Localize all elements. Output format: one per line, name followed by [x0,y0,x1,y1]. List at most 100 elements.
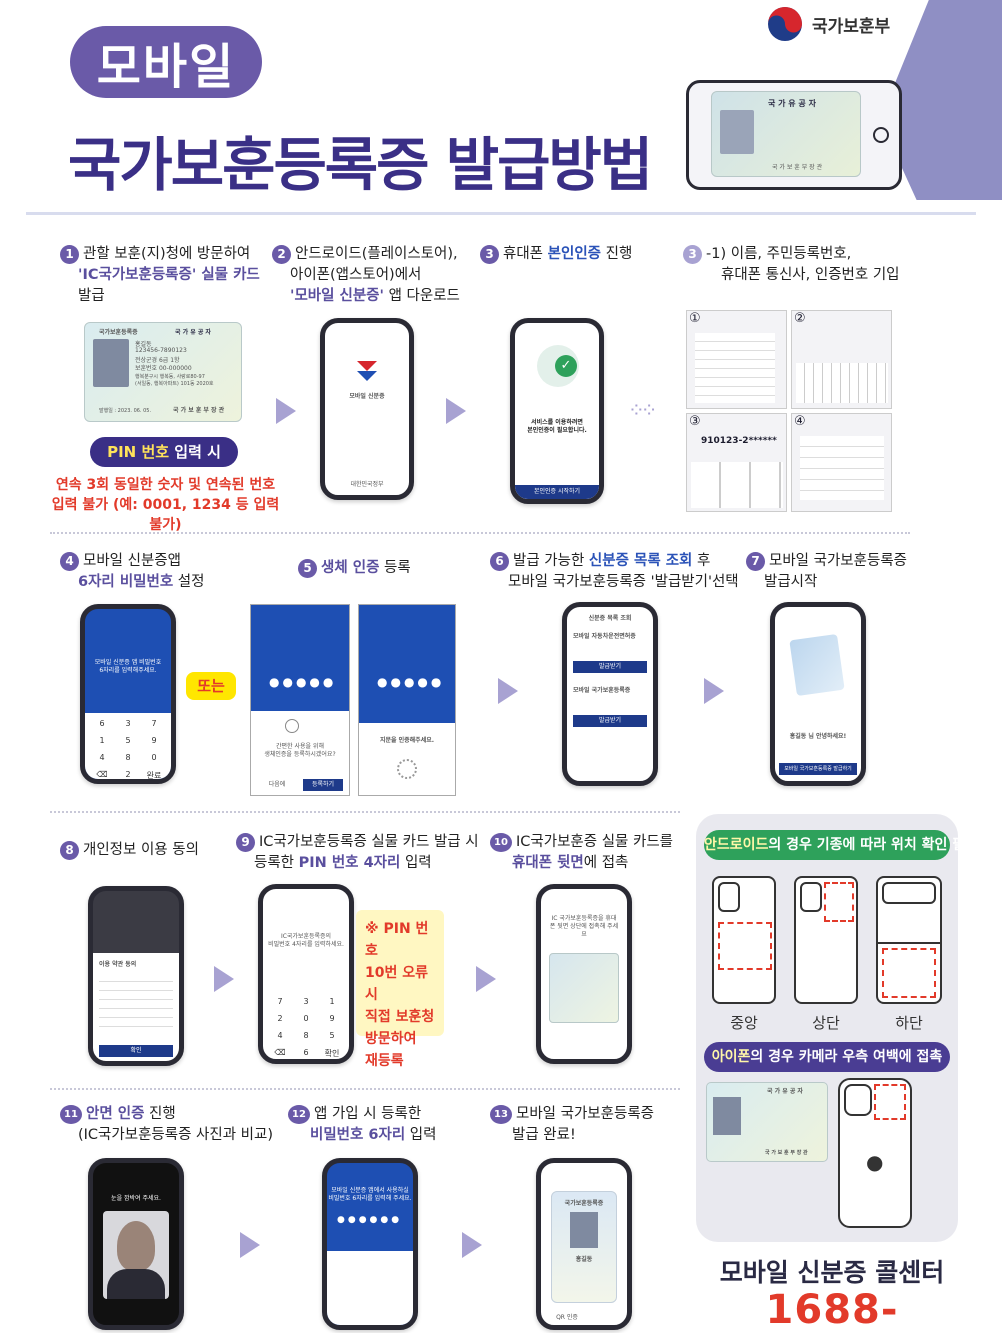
header-phone-button [873,127,889,143]
pw-keypad[interactable]: 6 3 7 1 5 9 4 8 0 ⌫ 2 완료 [89,719,167,780]
key[interactable]: 완료 [146,771,162,780]
key[interactable]: 8 [125,753,131,762]
pin-input-label: PIN 번호 입력 시 [90,437,238,467]
or-badge: 또는 [186,672,236,700]
sub-shot-3: ③ 910123-2****** [686,413,787,512]
key[interactable]: 1 [329,997,335,1006]
sub-shot-1-list [695,333,775,403]
key[interactable]: 5 [329,1031,335,1040]
key[interactable]: 4 [277,1031,283,1040]
step-2-highlight: '모바일 신분증' [290,288,384,304]
step-4-post: 설정 [177,574,205,590]
arrow-8 [462,1232,482,1258]
step-9-line1: IC국가보훈등록증 실물 카드 발급 시 [259,834,479,850]
arrow-7 [240,1232,260,1258]
list-title: 신분증 목록 조회 [588,615,632,622]
bio-later-button[interactable]: 다음에 [268,781,286,788]
key[interactable]: 5 [125,736,131,745]
list-item-1: 모바일 자동차운전면허증 [573,633,636,640]
key[interactable]: 6 [99,719,105,728]
list-issue-button-1[interactable]: 발급받기 [573,661,647,673]
step-4-line1: 모바일 신분증앱 [83,553,181,569]
list-issue-button-2[interactable]: 발급받기 [573,715,647,727]
key[interactable]: 9 [151,736,157,745]
pw2-dots: ●●●●●● [337,1215,403,1225]
key[interactable]: 2 [277,1014,283,1023]
android-note: 안드로이드의 경우 기종에 따라 위치 확인 필요 [704,830,978,860]
side-card-header: 국 가 유 공 자 [767,1088,803,1095]
arrow-4 [704,678,724,704]
key[interactable]: 4 [99,753,105,762]
key[interactable]: ⌫ [274,1048,286,1057]
call-center-label: 모바일 신분증 콜센터 [719,1258,945,1287]
key[interactable]: ⌫ [96,770,108,779]
step-9-highlight: PIN 번호 4자리 [298,855,401,871]
step-3-number: 3 [480,244,499,264]
bio-dots-1: ●●●●● [269,675,337,689]
bio-dots-2: ●●●●● [377,675,445,689]
welcome-card-illustration [789,633,845,697]
key[interactable]: 0 [151,753,157,762]
android-rest: 의 경우 기종에 따라 위치 확인 필요 [768,837,978,853]
step-10-highlight: 휴대폰 뒷면 [512,855,584,871]
step-11-highlight: 안면 인증 [86,1106,145,1122]
step-6-post: 후 [697,553,711,569]
nfc-area-center [718,922,772,970]
header-card-photo [720,110,754,154]
nfc-card-illustration [549,953,619,1023]
consent-confirm-button[interactable]: 확인 [99,1045,173,1057]
phone-step-3: ✓ 서비스를 이용하려면 본인인증이 필요합니다. 본인인증 시작하기 [510,318,604,504]
face-frame [103,1211,169,1299]
auth-start-button[interactable]: 본인인증 시작하기 [515,485,599,499]
card-reg: 보훈번호 00-000000 [135,365,192,372]
key[interactable]: 2 [125,770,131,779]
consent-sheet: 이용 약관 동의 확인 [93,953,179,1061]
step-12-post: 입력 [409,1127,437,1143]
key[interactable]: 3 [303,997,309,1006]
card-addr1: 행복분구시 행복동, 사랑로80-97 [135,374,205,380]
step-1-pre: 관할 보훈(지)청에 방문하여 [83,246,251,262]
bio-sheet-2: 지문을 인증해주세요. [359,723,455,795]
row-divider-2 [50,811,680,813]
step-12-highlight: 비밀번호 6자리 [310,1127,406,1143]
face-suit [107,1269,165,1299]
sub-shot-1: ① [686,310,787,409]
key[interactable]: 9 [329,1014,335,1023]
key[interactable]: 7 [151,719,157,728]
card-photo [93,339,129,387]
key[interactable]: 확인 [324,1049,340,1058]
qr-auth-button[interactable]: QR 인증 [556,1314,578,1321]
sub-label-2: ② [794,311,806,326]
mobile-pill: 모바일 [70,26,262,98]
step-3a-text: 3-1) 이름, 주민등록번호, 휴대폰 통신사, 인증번호 기입 [683,244,900,286]
bio-register-button[interactable]: 등록하기 [303,779,343,791]
side-card-issuer: 국 가 보 훈 부 장 관 [765,1150,808,1156]
step-8-label: 개인정보 이용 동의 [83,842,199,858]
key[interactable]: 0 [303,1014,309,1023]
arrow-5 [214,966,234,992]
side-card-photo [713,1097,741,1135]
header-phone-illustration: 국 가 유 공 자 국 가 보 훈 부 장 관 [686,80,902,190]
header-divider [26,212,976,215]
start-issue-button[interactable]: 모바일 국가보훈등록증 발급하기 [779,763,857,775]
key[interactable]: 7 [277,997,283,1006]
auth-msg2: 본인인증이 필요합니다. [527,427,587,434]
pin-label-rest: 입력 시 [169,443,221,461]
key[interactable]: 8 [303,1031,309,1040]
step-5-highlight: 생체 인증 [321,560,380,576]
step-4-number: 4 [60,551,79,571]
pin-keypad[interactable]: 7 3 1 2 0 9 4 8 5 ⌫ 6 확인 [267,997,345,1059]
pin-warning: 연속 3회 동일한 숫자 및 연속된 번호 입력 불가 (예: 0001, 12… [48,475,283,535]
step-2-line2: 아이폰(앱스토어)에서 [290,267,422,283]
phone-step-12: 모바일 신분증 앱에서 사용하실 비밀번호 6자리를 입력해 주세요. ●●●●… [322,1158,418,1330]
key[interactable]: 1 [99,736,105,745]
sub-shot-2-keyboard [796,363,888,403]
iphone-note: 아이폰의 경우 카메라 우측 여백에 접촉 [704,1042,950,1072]
key[interactable]: 6 [303,1048,309,1057]
key[interactable]: 3 [125,719,131,728]
